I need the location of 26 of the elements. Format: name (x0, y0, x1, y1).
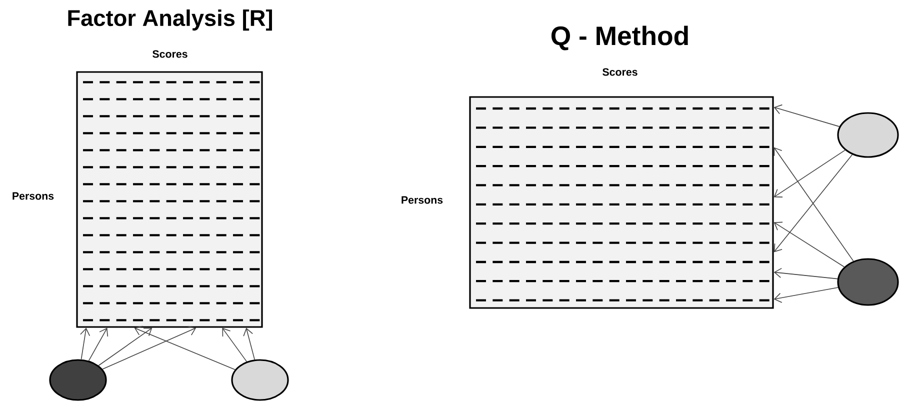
data-matrix (469, 96, 774, 309)
arrow (774, 287, 838, 303)
arrow (774, 147, 854, 262)
axis-label: Persons (402, 196, 443, 204)
heading: Factor Analysis [R] (68, 9, 272, 31)
arrow (774, 222, 845, 268)
arrow (243, 328, 255, 360)
arrow (774, 150, 846, 198)
data-matrix (76, 71, 263, 328)
axis-label: Scores (602, 68, 638, 76)
arrow (80, 328, 90, 360)
arrow (102, 326, 196, 370)
arrow (222, 328, 248, 362)
heading: Q - Method (551, 26, 688, 50)
axis-label: Persons (12, 192, 54, 200)
arrow (98, 328, 152, 366)
arrow (88, 328, 108, 362)
factor-ellipse (837, 112, 899, 158)
arrow (134, 326, 236, 370)
arrow (774, 104, 840, 127)
arrow (774, 154, 853, 252)
arrow (774, 268, 838, 280)
factor-ellipse (837, 258, 899, 306)
axis-label: Scores (152, 50, 188, 58)
factor-ellipse (49, 359, 107, 401)
factor-ellipse (231, 359, 289, 401)
